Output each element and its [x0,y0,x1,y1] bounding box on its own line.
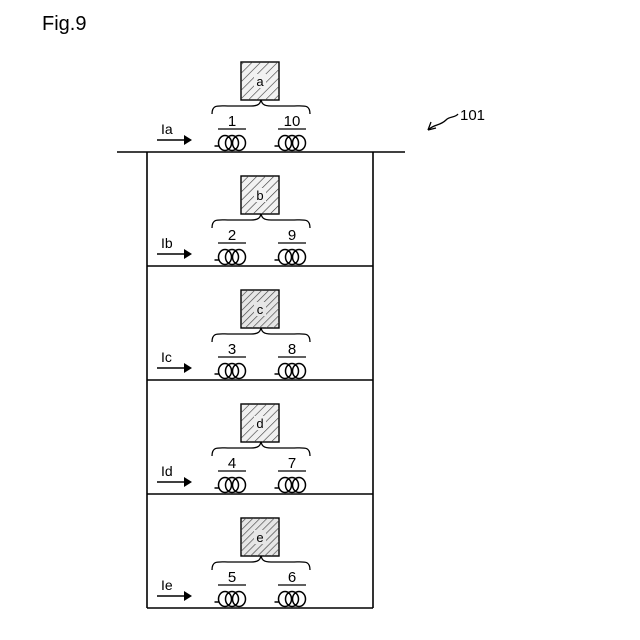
box-label: d [256,416,263,431]
current-label: Id [161,463,173,479]
right-coil-number: 8 [288,341,296,358]
box-label: c [257,302,264,317]
right-coil-number: 9 [288,227,296,244]
current-arrow-head [184,135,192,145]
current-label: Ic [161,349,172,365]
current-arrow-head [184,249,192,259]
left-coil-number: 3 [228,341,236,358]
left-coil-number: 4 [228,455,236,472]
box-label: a [256,74,264,89]
right-coil-number: 6 [288,569,296,586]
current-arrow-head [184,591,192,601]
current-arrow-head [184,477,192,487]
reference-numeral: 101 [460,107,485,124]
branch-a: Ia 1 10 a [117,62,405,152]
branch-c: Ic 3 8 c [147,290,373,380]
left-coil-number: 2 [228,227,236,244]
box-label: e [256,530,263,545]
reference-leader [428,114,458,130]
left-coil-number: 1 [228,113,236,130]
branch-b: Ib 2 9 b [147,176,373,266]
current-arrow-head [184,363,192,373]
current-label: Ia [161,121,173,137]
figure-label: Fig.9 [42,13,86,35]
branch-d: Id 4 7 d [147,404,373,494]
branches: Ia 1 10 aIb 2 9 bIc 3 8 cId 4 7 dIe 5 6 e [117,62,405,608]
left-coil-number: 5 [228,569,236,586]
branch-e: Ie 5 6 e [147,518,373,608]
current-label: Ie [161,577,173,593]
right-coil-number: 7 [288,455,296,472]
current-label: Ib [161,235,173,251]
right-coil-number: 10 [284,113,301,130]
box-label: b [256,188,263,203]
